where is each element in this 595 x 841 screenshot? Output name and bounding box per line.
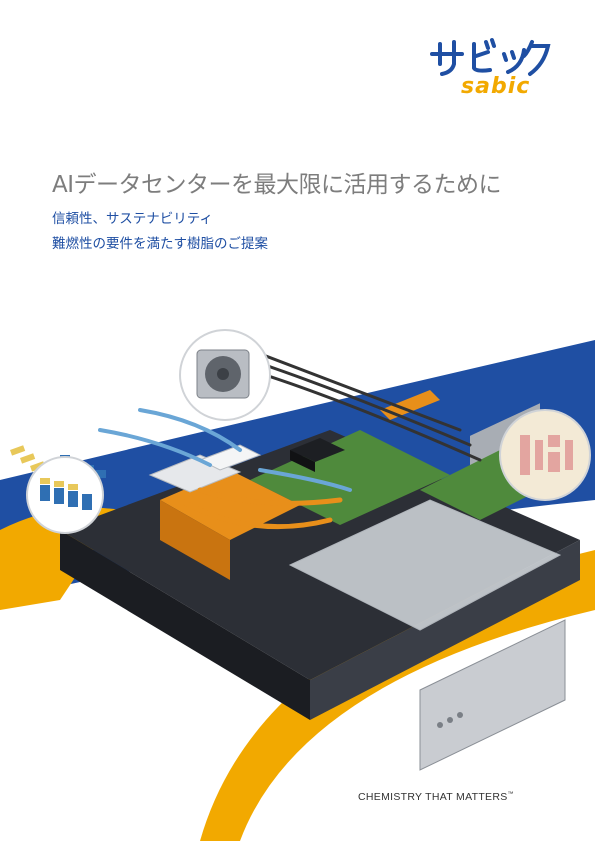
fiber-cable bbox=[258, 468, 352, 492]
cover-subtitle-line1: 信頼性、サステナビリティ bbox=[52, 211, 213, 227]
cover-title: AIデータセンターを最大限に活用するために bbox=[52, 172, 502, 198]
processor-chip bbox=[290, 438, 345, 462]
brand-tagline: CHEMISTRY THAT MATTERS™ bbox=[358, 791, 514, 803]
cable bbox=[248, 358, 472, 447]
cable bbox=[248, 368, 482, 462]
fiber-connectors-icon bbox=[26, 456, 104, 534]
fan-module-icon bbox=[179, 329, 271, 421]
logo-latin-wordmark: sabic bbox=[461, 74, 531, 99]
fiber-cable bbox=[177, 497, 333, 530]
fiber-cable bbox=[98, 428, 212, 467]
fiber-cable bbox=[197, 487, 343, 506]
translucent-cover bbox=[288, 499, 562, 631]
cover-subtitle-line2: 難燃性の要件を満たす樹脂のご提案 bbox=[52, 236, 268, 252]
fiber-cable bbox=[138, 408, 242, 452]
pcb-detail-icon bbox=[499, 409, 591, 501]
cable bbox=[248, 348, 462, 432]
sabic-logo-icon bbox=[430, 38, 551, 76]
server-rack-illustration bbox=[0, 329, 595, 841]
